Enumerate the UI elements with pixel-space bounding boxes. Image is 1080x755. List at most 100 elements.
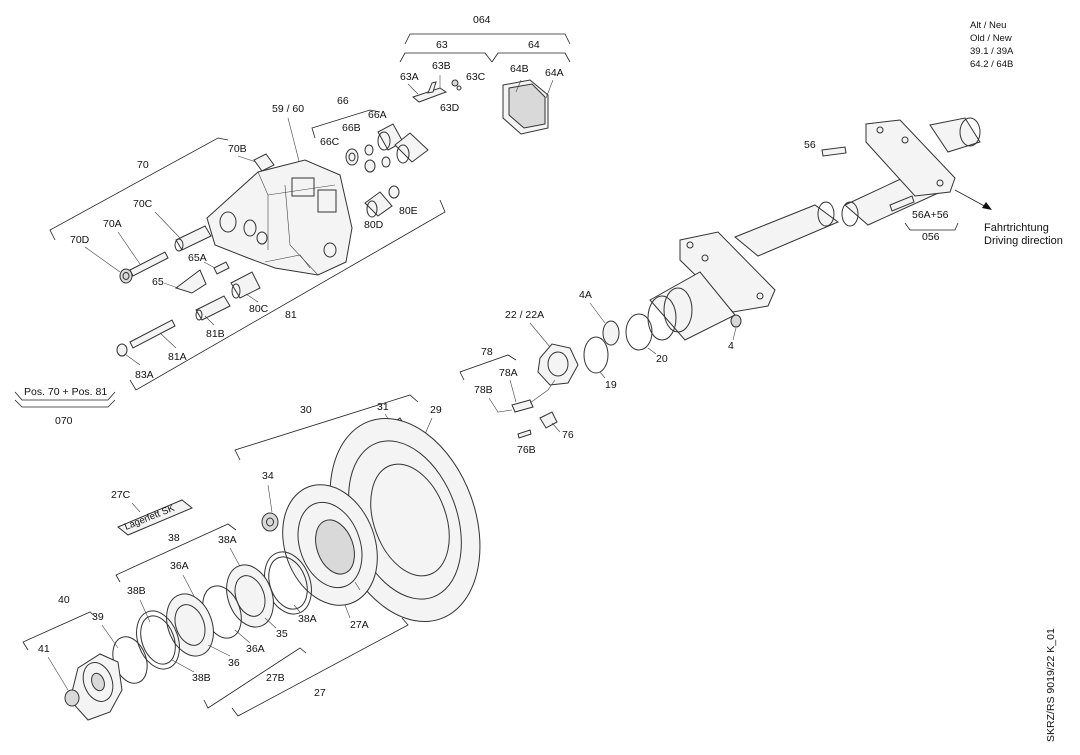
group-40-label: 40 (58, 594, 70, 606)
seal-ring-38B-inner (140, 615, 176, 665)
brake-disc-29-bore (370, 463, 450, 577)
label-27B: 27B (266, 672, 285, 684)
leader-20 (647, 347, 657, 355)
axle-tube-section-1 (734, 204, 840, 257)
ring-19-part (583, 336, 609, 374)
group-064-line (404, 33, 571, 45)
leader-83A (124, 353, 141, 366)
leader-4A (589, 302, 606, 324)
plug-41-part (64, 689, 80, 707)
label-66A: 66A (368, 109, 387, 121)
brake-pads-64: 64B 64A (502, 63, 564, 135)
label-65: 65 (152, 276, 164, 288)
ring-66B-part (364, 144, 374, 156)
caliper-edge-3 (284, 184, 319, 276)
ring-20-part (625, 313, 653, 351)
boot-80D-part (364, 191, 393, 217)
group-70-line (49, 137, 229, 241)
screw-65A-part (213, 261, 230, 275)
group-38-label: 38 (168, 532, 180, 544)
leader-80C (245, 293, 259, 303)
hub-cap-center (91, 672, 105, 692)
leader-65A (203, 261, 216, 269)
leader-36A-top (182, 574, 197, 601)
group-66-label: 66 (337, 95, 349, 107)
bearing-36-part (166, 593, 214, 657)
label-78A: 78A (499, 367, 518, 379)
group-81-line (129, 199, 446, 391)
group-66-line (311, 109, 381, 139)
pad-friction-part (508, 83, 546, 129)
group-64-label: 64 (528, 39, 540, 51)
label-63B: 63B (432, 60, 451, 72)
leader-64B (515, 79, 522, 93)
leader-76 (551, 422, 561, 433)
direction-text-de: Fahrtrichtung (984, 222, 1049, 234)
bracket-hole-2 (936, 179, 944, 187)
leader-70C (154, 211, 181, 239)
revision-note: Alt / Neu Old / New 39.1 / 39A 64.2 / 64… (970, 20, 1014, 70)
caliper-window-2 (317, 189, 337, 213)
group-64-line (491, 52, 571, 63)
wheel-nut-34-hole (266, 517, 274, 527)
label-38B-top: 38B (127, 585, 146, 597)
spindle-thread-right (959, 117, 981, 147)
label-36A-bot: 36A (246, 643, 265, 655)
label-70A: 70A (103, 218, 122, 230)
drawing-id: SKRZ/RS 9019/22 K_01 (1045, 628, 1057, 742)
bracket-hole-1 (876, 126, 884, 134)
wheel-nut-34-part (261, 512, 279, 532)
hub-nut-assembly: 4A 20 19 22 / 22A 78 78A 78B 76 76B (459, 289, 668, 456)
caliper-bore-2 (243, 219, 257, 237)
grease-tube-27C: 27C Lagerfett SK (111, 489, 193, 536)
bolt-70A-part (129, 251, 169, 277)
bearing-set-38: 38 38A 36A 38B 38A 35 36A 36 38B 27B (115, 523, 317, 709)
label-31: 31 (377, 401, 389, 413)
label-80D: 80D (364, 219, 384, 231)
washer-4A-part (602, 320, 620, 346)
axle-bracket-left (679, 231, 776, 313)
leader-27A (344, 604, 351, 619)
nut-70D-hole (122, 272, 130, 280)
group-27-line (231, 617, 409, 717)
label-70C: 70C (133, 198, 153, 210)
hub-cap-face (82, 662, 114, 702)
boot-66A-end (377, 131, 391, 151)
sensor-tab-part (427, 81, 437, 94)
label-36A-top: 36A (170, 560, 189, 572)
leader-64A (545, 79, 554, 99)
leader-4 (732, 327, 737, 341)
caliper-edge-4 (264, 254, 311, 269)
label-81A: 81A (168, 351, 187, 363)
lock-pin-78-part (511, 399, 534, 413)
bearing-35-part (226, 564, 274, 628)
label-63C: 63C (466, 71, 486, 83)
bearing-36-inner (174, 604, 206, 646)
revision-line-1: Alt / Neu (970, 20, 1006, 31)
axle-tube-break-1 (817, 201, 835, 227)
group-30-label: 30 (300, 404, 312, 416)
group-064-label: 064 (473, 14, 491, 26)
label-81B: 81B (206, 328, 225, 340)
label-39: 39 (92, 611, 104, 623)
leader-41 (47, 656, 69, 691)
label-56A56: 56A+56 (912, 209, 949, 221)
label-27A: 27A (350, 619, 369, 631)
label-38B-bot: 38B (192, 672, 211, 684)
leader-81B (204, 315, 215, 326)
leader-29 (424, 417, 433, 435)
axle-bracket-right (865, 119, 956, 197)
group-27-label: 27 (314, 687, 326, 699)
ring-66-small-part (381, 156, 391, 168)
pin-70B-part (253, 153, 275, 172)
leader-78B (488, 397, 513, 413)
caliper-bore-4 (323, 242, 337, 258)
leader-78A (509, 379, 517, 403)
direction-text-en: Driving direction (984, 235, 1063, 247)
label-78B: 78B (474, 384, 493, 396)
label-56: 56 (804, 139, 816, 151)
bolt-56A-part (889, 195, 915, 212)
label-66C: 66C (320, 136, 340, 148)
sleeve-81B-end (195, 309, 203, 321)
